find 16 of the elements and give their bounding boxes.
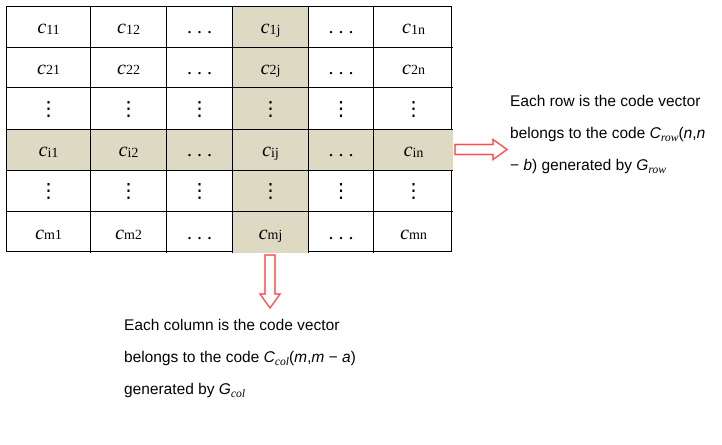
matrix-cell: ⋮ [7,171,91,212]
matrix-cell: ⋮ [91,171,167,212]
description-text: Each row is the code vector belongs to the code C$_{row}$(n,n − b) generated by G$_{row}$ [510,92,706,178]
matrix-cell: . . . [167,130,233,171]
matrix-cell: . . . [309,48,374,88]
block-arrow [454,138,508,161]
matrix-cell: ⋮ [374,171,453,212]
matrix-cell: ⋮ [233,88,309,130]
matrix-cell: ⋮ [309,171,374,212]
matrix-cell: ⋮ [233,171,309,212]
matrix-cell: . . . [309,7,374,48]
matrix-cell: . . . [309,212,374,253]
block-arrow [258,254,282,310]
matrix-table [6,6,452,252]
matrix-cell: . . . [309,130,374,171]
description-text: Each column is the code vector belongs to the code C$_{col}$(m,m − a) generated by G$_{col}$ [124,316,357,402]
